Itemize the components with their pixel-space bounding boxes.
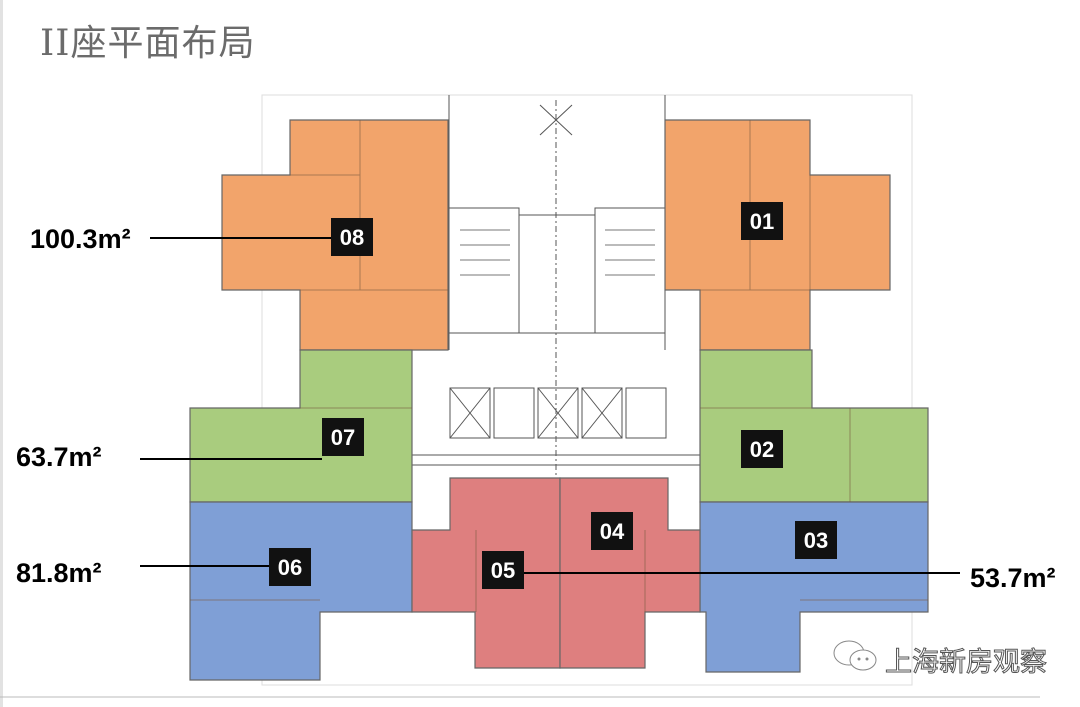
svg-text:06: 06 bbox=[278, 555, 302, 580]
unit-label-02: 02 bbox=[741, 430, 783, 468]
svg-text:03: 03 bbox=[804, 528, 828, 553]
svg-text:05: 05 bbox=[491, 558, 515, 583]
unit-label-03: 03 bbox=[795, 521, 837, 559]
unit-label-08: 08 bbox=[331, 218, 373, 256]
unit-03-area[interactable] bbox=[699, 501, 929, 673]
unit-07-area[interactable] bbox=[189, 349, 413, 503]
unit-06-area[interactable] bbox=[189, 501, 413, 681]
unit-label-04: 04 bbox=[591, 512, 633, 550]
unit-label-05: 05 bbox=[482, 551, 524, 589]
unit-label-07: 07 bbox=[322, 418, 364, 456]
svg-text:02: 02 bbox=[750, 437, 774, 462]
svg-text:04: 04 bbox=[600, 519, 625, 544]
plan-linework bbox=[261, 94, 913, 686]
unit-label-01: 01 bbox=[741, 202, 783, 240]
area-label-06: 81.8m² bbox=[16, 558, 102, 588]
svg-text:08: 08 bbox=[340, 225, 364, 250]
area-label-07: 63.7m² bbox=[16, 442, 102, 472]
unit-label-06: 06 bbox=[269, 548, 311, 586]
unit-02-area[interactable] bbox=[699, 349, 929, 503]
area-label-08: 100.3m² bbox=[30, 224, 131, 254]
slide-edge bbox=[0, 0, 3, 707]
svg-text:07: 07 bbox=[331, 425, 355, 450]
page-title: II座平面布局 bbox=[40, 23, 256, 64]
watermark: 上海新房观察 bbox=[885, 647, 1048, 679]
wechat-icon bbox=[833, 640, 877, 671]
area-label-05: 53.7m² bbox=[970, 563, 1056, 593]
svg-text:01: 01 bbox=[750, 209, 774, 234]
interior-walls bbox=[190, 120, 928, 612]
